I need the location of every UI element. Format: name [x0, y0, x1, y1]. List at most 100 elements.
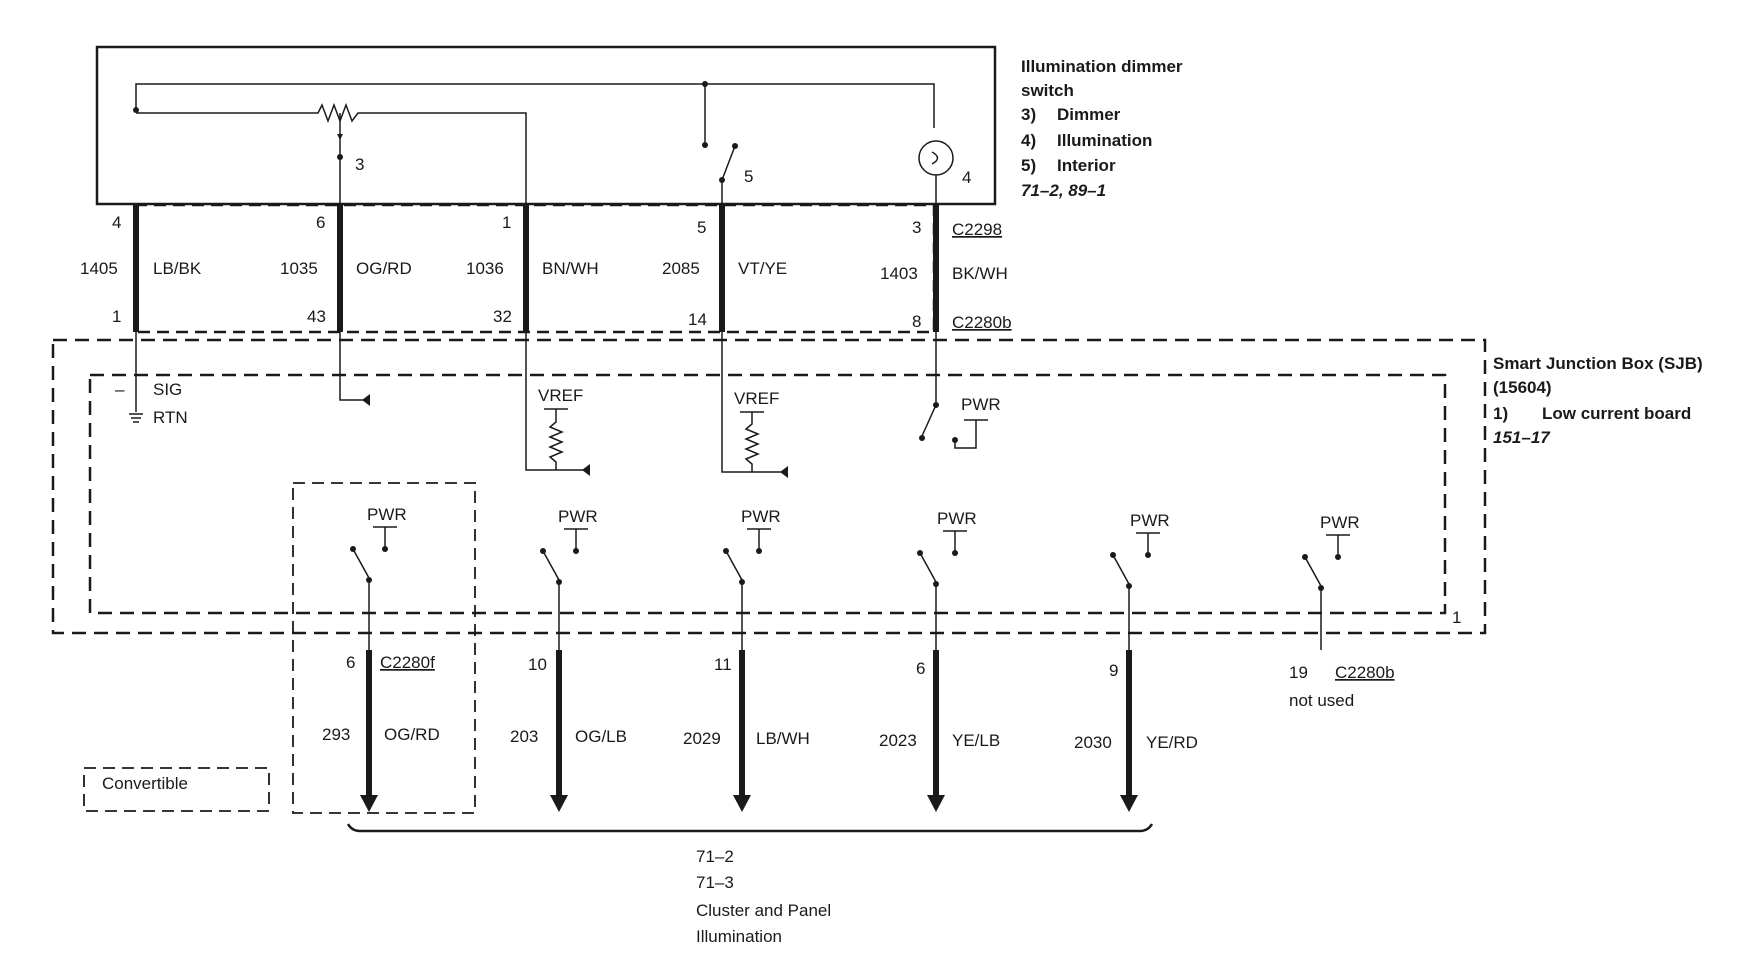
wire-connector: C2280f: [380, 653, 435, 672]
lower-wire-2030: 9 2030 YE/RD: [1074, 650, 1198, 812]
lower-pwr-switch-unused: PWR: [1302, 513, 1360, 650]
interior-switch: [721, 145, 736, 181]
destination-ref-1: 71–2: [696, 847, 734, 866]
low-current-board-outline: [88, 373, 1447, 615]
wire-pin: 9: [1109, 661, 1118, 680]
wire-circuit: 293: [322, 725, 350, 744]
pwr-label: PWR: [937, 509, 977, 528]
pwr-switch-1403: PWR: [919, 332, 1001, 449]
board-number: 1: [1452, 608, 1461, 627]
upper-connector-outline: [133, 203, 936, 334]
low-current-board-num: 1): [1493, 404, 1508, 423]
pwr-label: PWR: [961, 395, 1001, 414]
pwr-label: PWR: [1320, 513, 1360, 532]
switch-internal-bus: [135, 83, 935, 128]
lower-pwr-switch: PWR: [723, 507, 781, 650]
destination-bracket: [346, 823, 1154, 833]
wire-bottom-pin: 32: [493, 307, 512, 326]
wire-color: BK/WH: [952, 264, 1008, 283]
interior-item-label: Interior: [1057, 156, 1116, 175]
dimmer-switch-box: [95, 45, 997, 206]
wire-top-pin: 6: [316, 213, 325, 232]
lower-wire-2029: 11 2029 LB/WH: [683, 650, 810, 812]
switch-pin-3: 3: [355, 155, 364, 174]
lower-wire-2023: 6 2023 YE/LB: [879, 650, 1000, 812]
destination-ref-2: 71–3: [696, 873, 734, 892]
illumination-item-num: 4): [1021, 131, 1036, 150]
lower-pwr-switch: PWR: [1110, 511, 1170, 650]
wire-circuit: 1403: [880, 264, 918, 283]
lower-wire-203: 10 203 OG/LB: [510, 650, 627, 812]
sig-rtn-circuit: – SIG RTN: [115, 332, 188, 427]
wire-pin: 11: [714, 655, 732, 674]
illumination-bulb-icon: [918, 140, 954, 176]
vref-label: VREF: [538, 386, 583, 405]
sjb-label: Smart Junction Box (SJB) (15604) 1) Low …: [1493, 354, 1703, 447]
upper-wire-1405: 4 1405 LB/BK 1: [80, 205, 202, 332]
sig-label: SIG: [153, 380, 182, 399]
wire-circuit: 1036: [466, 259, 504, 278]
rtn-label: RTN: [153, 408, 188, 427]
wire-color: OG/RD: [384, 725, 440, 744]
sjb-part-number: (15604): [1493, 378, 1552, 397]
wire-circuit: 2085: [662, 259, 700, 278]
not-used-label: not used: [1289, 691, 1354, 710]
lower-pwr-switch: PWR: [350, 505, 407, 650]
unused-connector: C2280b: [1335, 663, 1395, 682]
wire-pin: 6: [346, 653, 355, 672]
dimmer-input-circuit: [339, 332, 370, 401]
lower-pwr-switch: PWR: [540, 507, 598, 650]
destination-label-1: Cluster and Panel: [696, 901, 831, 920]
wire-bottom-pin: 8: [912, 312, 921, 331]
wire-bottom-pin: 43: [307, 307, 326, 326]
wire-top-pin: 5: [697, 218, 706, 237]
upper-wire-1035: 6 1035 OG/RD 43: [280, 205, 412, 332]
dimmer-switch-label: Illumination dimmer switch 3) Dimmer 4) …: [1021, 57, 1183, 200]
minus-sign: –: [115, 380, 125, 399]
wire-bottom-pin: 14: [688, 310, 707, 329]
dimmer-potentiometer: [136, 102, 527, 205]
unused-pin-number: 19: [1289, 663, 1308, 682]
wire-top-pin: 4: [112, 213, 121, 232]
dimmer-item-label: Dimmer: [1057, 105, 1121, 124]
convertible-label: Convertible: [102, 774, 188, 793]
pwr-label: PWR: [558, 507, 598, 526]
connector-c2280b-top: C2280b: [952, 313, 1012, 332]
dimmer-item-num: 3): [1021, 105, 1036, 124]
wire-color: OG/RD: [356, 259, 412, 278]
vref-circuit-1036: VREF: [525, 332, 590, 476]
upper-wire-2085: 5 2085 VT/YE 14: [662, 205, 787, 332]
destination-label-2: Illumination: [696, 927, 782, 946]
upper-wire-1403: 3 1403 BK/WH 8: [880, 205, 1008, 332]
wire-color: OG/LB: [575, 727, 627, 746]
connector-c2298: C2298: [952, 220, 1002, 239]
switch-pin-4: 4: [962, 168, 971, 187]
upper-wire-1036: 1 1036 BN/WH 32: [466, 205, 599, 332]
dimmer-switch-component: 3 5 4: [95, 45, 997, 206]
dimmer-switch-title-2: switch: [1021, 81, 1074, 100]
wire-color: YE/RD: [1146, 733, 1198, 752]
sjb-outline: [51, 338, 1487, 635]
sjb-ref: 151–17: [1493, 428, 1551, 447]
pwr-label: PWR: [741, 507, 781, 526]
wire-color: BN/WH: [542, 259, 599, 278]
wire-circuit: 203: [510, 727, 538, 746]
wire-circuit: 1035: [280, 259, 318, 278]
wire-color: YE/LB: [952, 731, 1000, 750]
dimmer-switch-title: Illumination dimmer: [1021, 57, 1183, 76]
wire-pin: 10: [528, 655, 547, 674]
wire-pin: 6: [916, 659, 925, 678]
pwr-label: PWR: [1130, 511, 1170, 530]
wire-color: VT/YE: [738, 259, 787, 278]
pwr-label: PWR: [367, 505, 407, 524]
wire-circuit: 2029: [683, 729, 721, 748]
vref-label: VREF: [734, 389, 779, 408]
wire-circuit: 1405: [80, 259, 118, 278]
wire-circuit: 2023: [879, 731, 917, 750]
interior-item-num: 5): [1021, 156, 1036, 175]
lower-pwr-switch: PWR: [917, 509, 977, 650]
wire-bottom-pin: 1: [112, 307, 121, 326]
wire-top-pin: 3: [912, 218, 921, 237]
vref-circuit-2085: VREF: [721, 332, 788, 478]
